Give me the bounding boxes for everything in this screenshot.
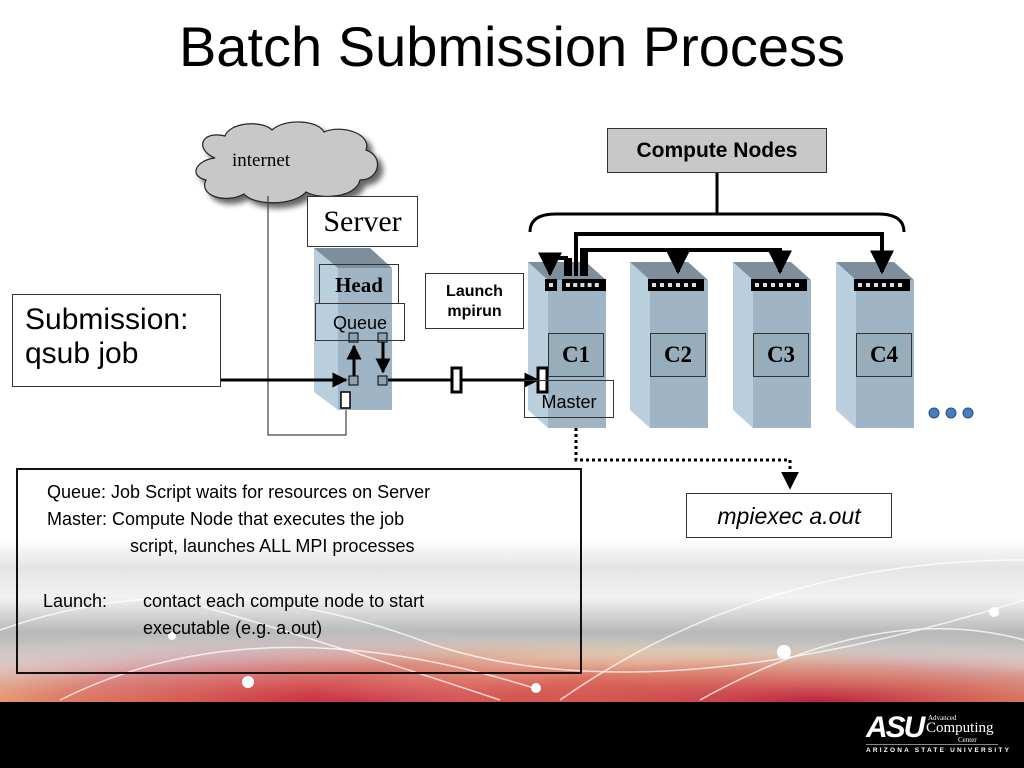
dotted-connector [574, 428, 799, 490]
compute-node-tower-icon [630, 262, 708, 428]
asu-logo-computing: Computing [926, 720, 994, 736]
network-port-icon [854, 279, 910, 291]
internet-cloud-icon [195, 121, 378, 204]
ellipsis-dot-icon [962, 407, 974, 419]
internet-label: internet [232, 150, 291, 171]
launch-mpirun-label: Launch mpirun [425, 273, 524, 329]
network-port-icon [751, 279, 807, 291]
legend-box: Queue: Job Script waits for resources on… [16, 468, 582, 674]
ellipsis-dot-icon [928, 407, 940, 419]
compute-node-tower-icon [836, 262, 914, 428]
compute-nodes-bracket [528, 212, 906, 233]
server-label: Server [307, 196, 418, 247]
head-label: Head [319, 264, 399, 304]
master-label: Master [524, 380, 614, 418]
legend-master-line1: Master: Compute Node that executes the j… [47, 509, 405, 529]
legend-master-line2: script, launches ALL MPI processes [130, 536, 415, 556]
submission-line2: qsub job [25, 337, 139, 370]
mpiexec-label: mpiexec a.out [686, 493, 892, 538]
launch-label-line1: Launch [446, 283, 503, 300]
compute-node-tower-icon [733, 262, 811, 428]
asu-logo-advanced: Advanced [928, 714, 957, 722]
asu-logo-university: ARIZONA STATE UNIVERSITY [866, 747, 1012, 754]
compute-nodes-label: Compute Nodes [607, 128, 827, 173]
submission-box: Submission: qsub job [12, 294, 221, 387]
compute-node-label: C1 [548, 333, 604, 377]
queue-label: Queue [315, 303, 405, 341]
ellipsis-dot-icon [945, 407, 957, 419]
network-port-icon [545, 279, 606, 291]
asu-logo-mark: ASU [866, 711, 925, 744]
network-port-icon [648, 279, 704, 291]
slide-title: Batch Submission Process [178, 15, 846, 78]
legend-launch-term: Launch: [43, 591, 108, 611]
asu-logo-center: Center [958, 736, 977, 744]
footer-bar [0, 702, 1024, 768]
asu-logo: ASU Advanced Computing Center ARIZONA ST… [866, 711, 1012, 757]
asu-logo-divider [866, 744, 998, 745]
network-connector [267, 196, 347, 436]
legend-launch-line2: executable (e.g. a.out) [143, 618, 323, 638]
compute-node-label: C2 [650, 333, 706, 377]
submission-line1: Submission: [25, 303, 189, 336]
legend-launch-line1: contact each compute node to start [143, 591, 425, 611]
compute-node-label: C4 [856, 333, 912, 377]
launch-label-line2: mpirun [447, 303, 502, 320]
compute-node-label: C3 [753, 333, 809, 377]
legend-queue-line: Queue: Job Script waits for resources on… [47, 482, 431, 502]
